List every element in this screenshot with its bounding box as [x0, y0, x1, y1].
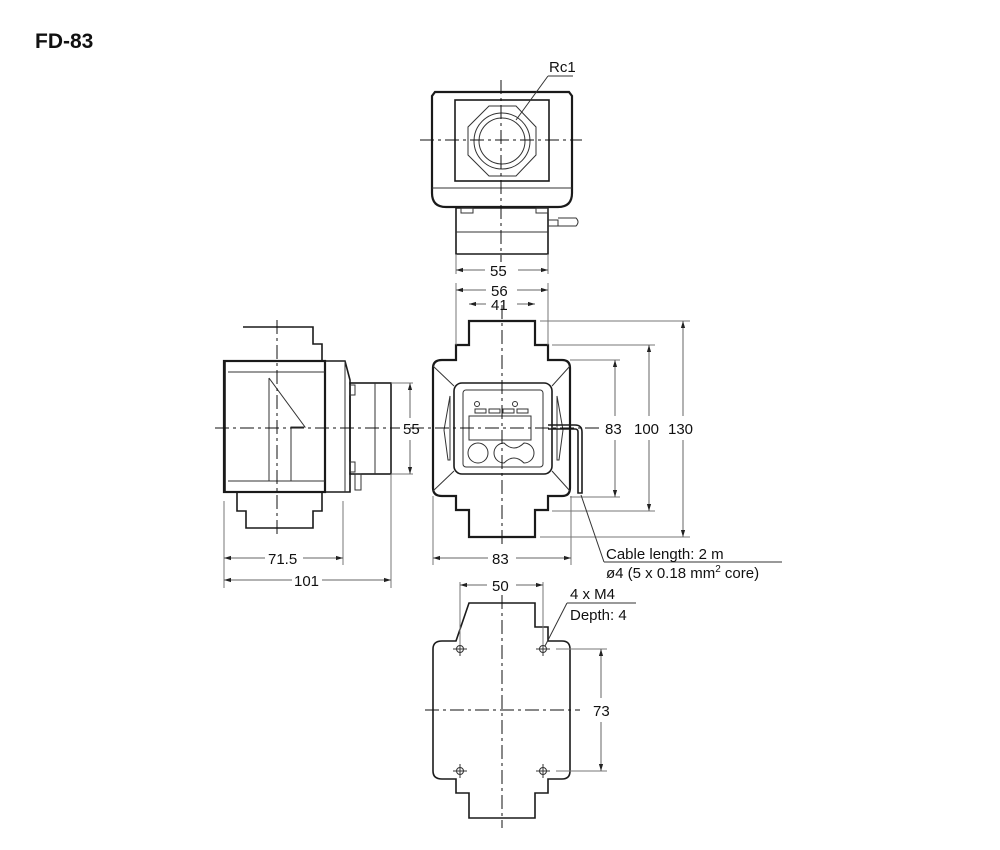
dim-bottom-height-73: 73: [593, 703, 610, 720]
screw-depth-label: Depth: 4: [570, 607, 627, 624]
dim-height-130: 130: [668, 421, 693, 438]
front-view: 56 41 83 100 130 83 Cable length: 2 m ø4…: [410, 283, 782, 582]
dim-front-width-56: 56: [491, 283, 508, 300]
dim-side-height-55: 55: [403, 421, 420, 438]
dim-front-width-41: 41: [491, 297, 508, 314]
cable-spec-label: ø4 (5 x 0.18 mm2 core): [606, 564, 759, 582]
side-view: 55 71.5 101: [215, 320, 420, 590]
screw-size-label: 4 x M4: [570, 586, 615, 603]
dim-height-100: 100: [634, 421, 659, 438]
drawing-title: FD-83: [35, 30, 94, 53]
dim-bottom-width-50: 50: [492, 578, 509, 595]
bottom-view: 50 4 x M4 Depth: 4 73: [425, 578, 636, 828]
dim-top-width: 55: [490, 263, 507, 280]
cable-length-label: Cable length: 2 m: [606, 546, 724, 563]
dim-side-depth-101: 101: [294, 573, 319, 590]
top-view: Rc1 55: [420, 59, 582, 280]
dim-front-width-83: 83: [492, 551, 509, 568]
thread-label: Rc1: [549, 59, 576, 76]
dim-height-83: 83: [605, 421, 622, 438]
dim-side-depth-71-5: 71.5: [268, 551, 297, 568]
